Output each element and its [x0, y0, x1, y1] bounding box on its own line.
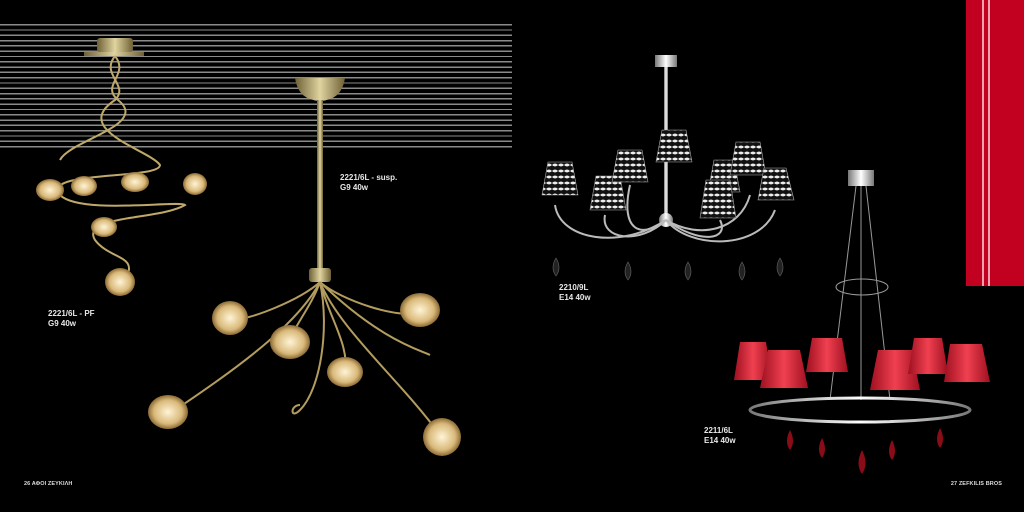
product-spec: E14 40w	[704, 436, 736, 445]
product-code: 2221/6L - susp.	[340, 173, 398, 182]
page-number-left: 26 ΑΦΟΙ ΖΕΥΚΙΛΗ	[24, 481, 73, 487]
product-label-2211-6l: 2211/6L E14 40w	[704, 426, 736, 446]
product-code: 2210/9L	[559, 283, 589, 292]
product-spec: G9 40w	[340, 183, 369, 192]
product-spec: E14 40w	[559, 293, 591, 302]
chandelier-2211-6l	[734, 170, 990, 474]
product-label-2221-6l-susp: 2221/6L - susp. G9 40w	[340, 173, 397, 193]
chandelier-2221-6l-susp	[148, 78, 461, 456]
red-accent-bar	[966, 0, 1024, 286]
product-label-2221-6l-pf: 2221/6L - PF G9 40w	[48, 309, 95, 329]
chandelier-2221-6l-pf	[36, 38, 207, 296]
product-label-2210-9l: 2210/9L E14 40w	[559, 283, 591, 303]
decorative-stripes	[0, 24, 512, 151]
product-code: 2211/6L	[704, 426, 733, 435]
product-code: 2221/6L - PF	[48, 309, 95, 318]
page-number-right: 27 ZEFKILIS BROS	[950, 481, 1002, 487]
chandelier-2210-9l	[541, 55, 795, 281]
product-spec: G9 40w	[48, 319, 77, 328]
